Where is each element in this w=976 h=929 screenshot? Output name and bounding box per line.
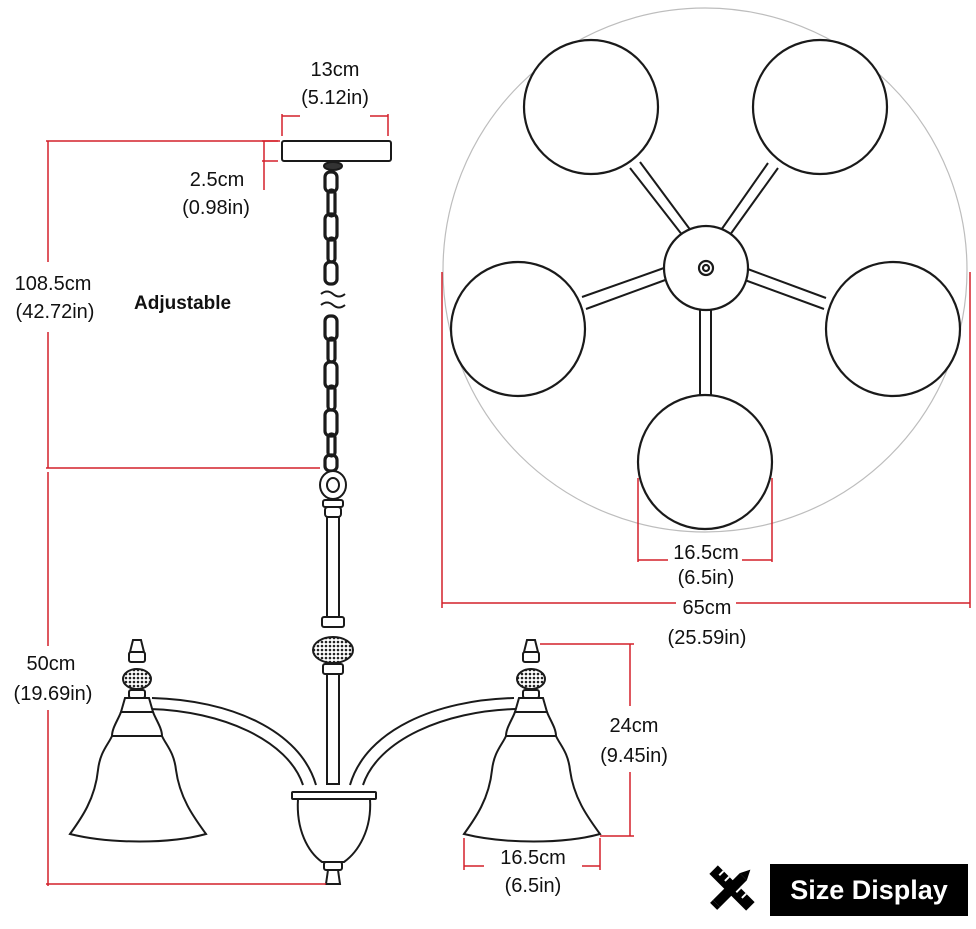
right-shade bbox=[462, 639, 602, 843]
overall-width-imperial: (25.59in) bbox=[667, 627, 747, 649]
shade-width-side-metric: 16.5cm bbox=[500, 847, 566, 869]
size-display-badge: Size Display bbox=[700, 858, 968, 918]
canopy-width-metric: 13cm bbox=[310, 59, 360, 81]
size-display-label: Size Display bbox=[770, 864, 968, 916]
top-shade-top-right bbox=[751, 38, 889, 176]
shade-height-metric: 24cm bbox=[609, 715, 659, 737]
canopy-height-imperial: (0.98in) bbox=[182, 197, 250, 219]
canopy-width-imperial: (5.12in) bbox=[301, 87, 369, 109]
shade-width-top-imperial: (6.5in) bbox=[677, 567, 735, 589]
shade-height-imperial: (9.45in) bbox=[600, 745, 668, 767]
left-shade bbox=[68, 639, 208, 843]
canopy bbox=[281, 140, 392, 162]
chain-length-metric: 108.5cm bbox=[14, 273, 92, 295]
dimension-lines bbox=[46, 114, 634, 886]
top-shade-top-left bbox=[522, 38, 660, 176]
ruler-pencil-icon bbox=[709, 865, 755, 911]
top-shade-bottom bbox=[636, 393, 774, 531]
top-shade-left bbox=[449, 260, 587, 398]
shade-width-top-metric: 16.5cm bbox=[673, 542, 739, 564]
top-shade-right bbox=[824, 260, 962, 398]
overall-width-metric: 65cm bbox=[682, 597, 732, 619]
side-view bbox=[68, 140, 602, 885]
chain-adjustable-note: Adjustable bbox=[134, 293, 232, 314]
top-view-outline bbox=[442, 7, 968, 533]
shade-width-side-imperial: (6.5in) bbox=[504, 875, 562, 897]
chain bbox=[323, 170, 339, 473]
top-view bbox=[441, 7, 971, 608]
body-height-metric: 50cm bbox=[26, 653, 76, 675]
canopy-height-metric: 2.5cm bbox=[189, 169, 245, 191]
body-height-imperial: (19.69in) bbox=[13, 683, 93, 705]
chain-length-imperial: (42.72in) bbox=[15, 301, 95, 323]
